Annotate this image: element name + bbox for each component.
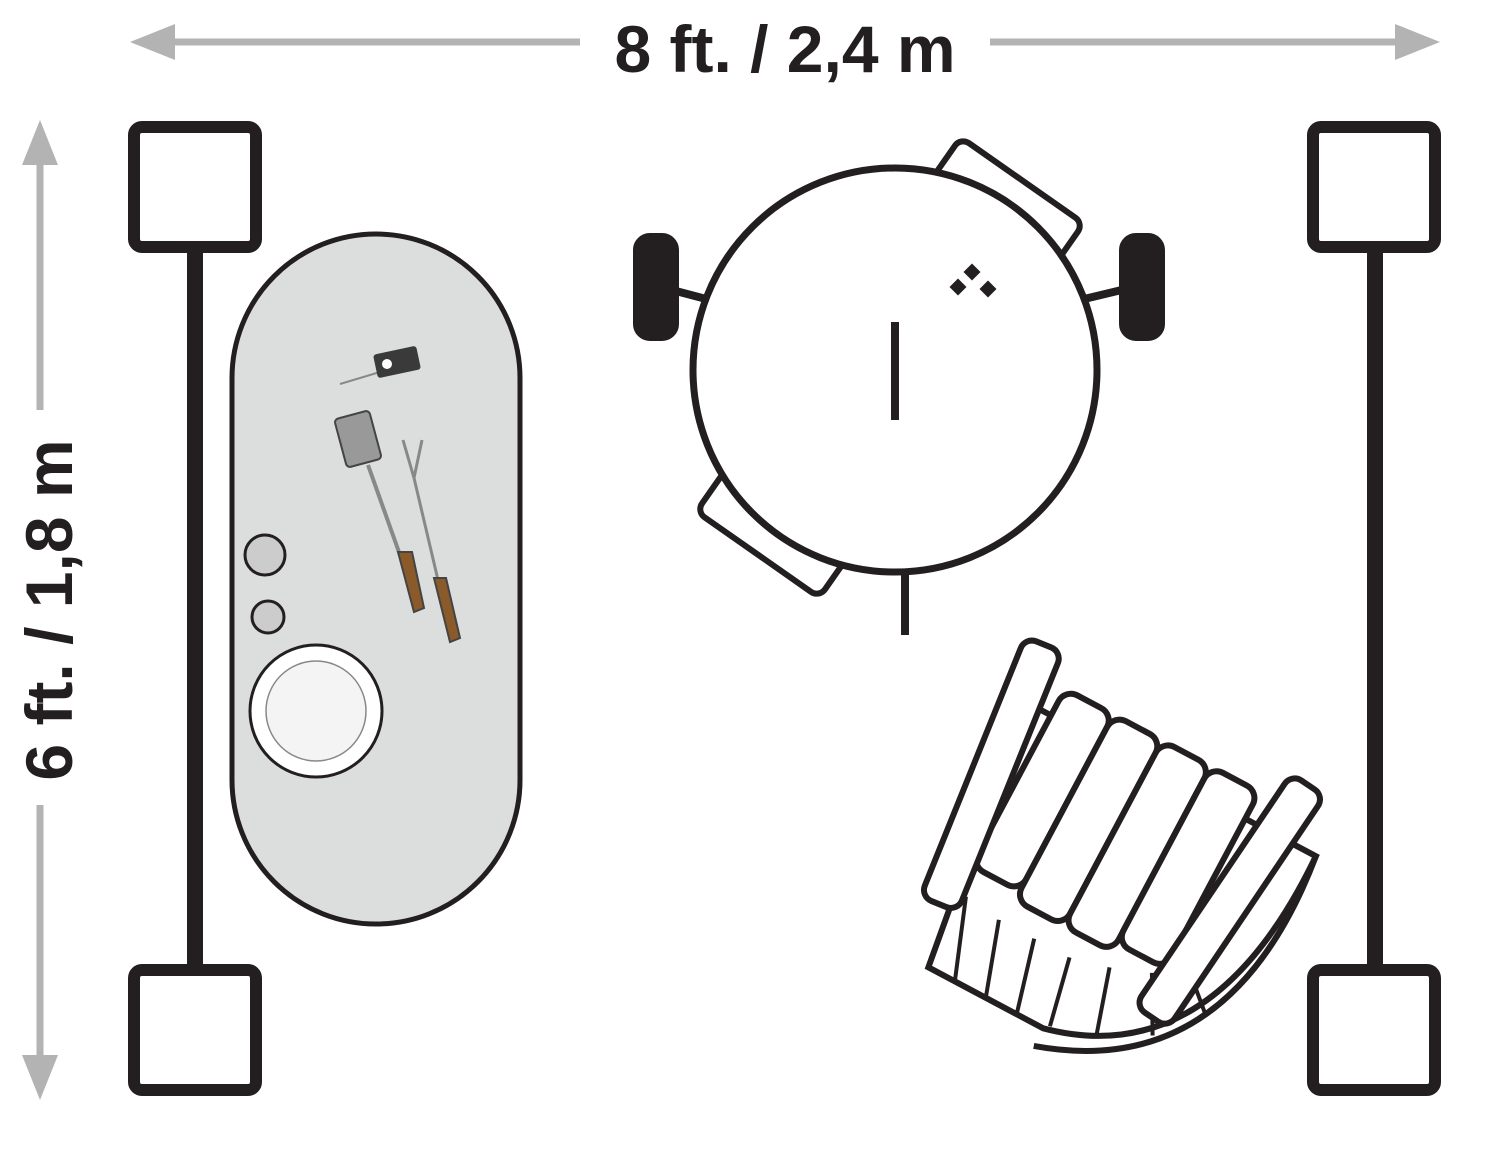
post-bottom-left — [128, 964, 262, 1096]
fork-icon — [401, 439, 462, 644]
post-top-left — [128, 121, 262, 253]
side-table — [229, 231, 523, 927]
adirondack-chair — [920, 637, 1323, 1054]
thermometer-icon — [339, 346, 421, 385]
table-top — [229, 231, 523, 927]
height-label: 6 ft. / 1,8 m — [12, 439, 86, 780]
arrowhead-up-icon — [22, 120, 58, 165]
cup-small-icon — [250, 599, 286, 635]
grill-wheel-right — [1119, 233, 1165, 341]
kettle-grill — [633, 138, 1165, 635]
post-bottom-right — [1307, 964, 1441, 1096]
chair-back-slats — [973, 690, 1258, 967]
chair-armrest-left — [920, 637, 1062, 911]
arrowhead-left-icon — [130, 24, 175, 60]
grill-wheel-left — [633, 233, 679, 341]
spatula-icon — [334, 410, 426, 614]
arrowhead-down-icon — [22, 1055, 58, 1100]
cup-large-icon — [243, 533, 287, 577]
width-dimension: 8 ft. / 2,4 m — [130, 12, 1440, 86]
vent-icon — [949, 263, 997, 298]
chair-armrest-right — [1136, 775, 1323, 1027]
pergola-posts — [128, 121, 1441, 1096]
post-top-right — [1307, 121, 1441, 253]
height-dimension: 6 ft. / 1,8 m — [12, 120, 86, 1100]
arrowhead-right-icon — [1395, 24, 1440, 60]
width-label: 8 ft. / 2,4 m — [614, 12, 955, 86]
